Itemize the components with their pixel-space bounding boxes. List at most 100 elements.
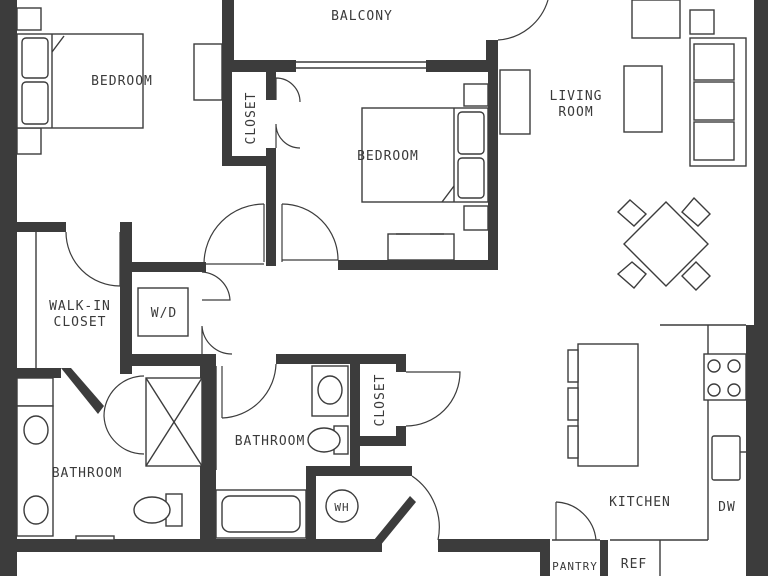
label-dw: DW — [718, 500, 736, 515]
label-wh: WH — [334, 501, 349, 514]
wall-bed2-right — [488, 60, 498, 268]
wall-wd-bottom — [120, 354, 216, 366]
label-bedroom-1: BEDROOM — [91, 74, 153, 89]
label-living-room-2: ROOM — [558, 105, 593, 120]
wall-wh-left — [306, 466, 316, 544]
range-burner-3 — [707, 383, 721, 397]
dining-table — [623, 201, 709, 287]
closet2-door-swing — [405, 371, 461, 427]
wall-outer-right — [754, 0, 768, 576]
bath1-sink-1 — [23, 415, 49, 445]
bed2-pillow-1 — [457, 111, 485, 155]
bed2-pillow-2 — [457, 157, 485, 199]
label-closet-1: CLOSET — [244, 92, 259, 145]
wall-closet2-bottom — [360, 436, 406, 446]
wall-bath1-right — [200, 354, 216, 544]
bed2-fold — [441, 185, 455, 203]
dining-chair-3 — [616, 261, 647, 289]
wall-kitchen-right — [746, 325, 754, 576]
living-coffee-table — [623, 65, 663, 133]
walkin-door-swing — [65, 231, 121, 287]
wall-bath2-top — [276, 354, 406, 364]
living-armchair — [631, 0, 681, 39]
wall-walkin-top — [0, 222, 66, 232]
wall-bed2-left — [266, 148, 276, 266]
bath2-tub-inner — [221, 495, 301, 533]
wall-walkin-right — [120, 222, 132, 374]
range-burner-1 — [707, 359, 721, 373]
wall-pantry-right — [600, 540, 608, 576]
living-sofa-cushion-3 — [693, 121, 735, 161]
balcony-door-swing — [497, 0, 549, 41]
wall-wd-top — [120, 262, 206, 272]
wall-wh-top — [306, 466, 412, 476]
wh-tank — [325, 489, 359, 523]
living-tv-console — [499, 69, 531, 135]
range-burner-2 — [727, 359, 741, 373]
label-living-room-1: LIVING — [550, 89, 603, 104]
bath1-vent — [75, 535, 115, 541]
wall-balcony-left — [222, 0, 234, 70]
bath1-door-swing — [103, 375, 145, 455]
living-side-table — [689, 9, 715, 35]
kitchen-stool-1 — [567, 349, 579, 383]
wall-bath2-right — [350, 354, 360, 466]
label-bathroom-1: BATHROOM — [52, 466, 123, 481]
doors — [65, 0, 597, 546]
dining-chair-2 — [681, 196, 711, 227]
wall-bottom-left — [0, 539, 382, 552]
wall-balcony-bottom-right — [426, 60, 498, 72]
bedroom2-door-left — [203, 203, 265, 265]
bed1-pillow-1 — [21, 37, 49, 79]
bed1-dresser — [193, 43, 223, 101]
range-burner-4 — [727, 383, 741, 397]
wall-pantry-left — [540, 545, 550, 576]
wd-door-bottom — [201, 325, 233, 355]
label-bedroom-2: BEDROOM — [357, 149, 419, 164]
kitchen-stool-2 — [567, 387, 579, 421]
living-sofa-cushion-2 — [693, 81, 735, 121]
wall-bed2-left-top — [266, 60, 276, 100]
wall-bottom-mid — [438, 539, 550, 552]
bed1-nightstand-bottom — [16, 127, 42, 155]
label-bathroom-2: BATHROOM — [235, 434, 306, 449]
closet1-door-left — [275, 77, 301, 103]
bath1-sink-2 — [23, 495, 49, 525]
kitchen-island — [577, 343, 639, 467]
shower-x-2 — [145, 377, 203, 467]
bed2-nightstand-top — [463, 83, 489, 107]
wh-door-swing — [411, 475, 440, 541]
wall-closet1-left — [222, 60, 232, 166]
wall-bath1-diagonal — [61, 368, 104, 414]
label-closet-2: CLOSET — [373, 374, 388, 427]
wall-bath1-top-left — [17, 368, 61, 378]
wh-door-leaf — [374, 496, 416, 546]
wall-balcony-bottom-left — [222, 60, 296, 72]
living-sofa-cushion-1 — [693, 43, 735, 81]
bed2-desk — [387, 233, 455, 261]
dining-chair-4 — [681, 261, 711, 291]
label-walkin-2: CLOSET — [54, 315, 107, 330]
pantry-door-swing — [555, 501, 597, 541]
bath1-counter-top — [16, 377, 54, 407]
furniture — [16, 0, 747, 541]
closet1-door-right — [275, 123, 301, 149]
bed1-nightstand-top — [16, 7, 42, 31]
wall-outer-left — [0, 0, 17, 576]
bed1-fold — [51, 35, 65, 53]
label-pantry: PANTRY — [552, 560, 598, 573]
label-wd: W/D — [151, 306, 177, 321]
wall-closet1-bottom — [222, 156, 274, 166]
wall-bed2-bottom — [338, 260, 498, 270]
label-kitchen: KITCHEN — [609, 495, 671, 510]
bath1-toilet-bowl — [133, 496, 171, 524]
bed2-nightstand-bottom — [463, 205, 489, 231]
wd-door-top — [201, 271, 231, 301]
wall-closet2-right-top — [396, 354, 406, 372]
label-balcony: BALCONY — [331, 9, 393, 24]
bed1-pillow-2 — [21, 81, 49, 125]
kitchen-stool-3 — [567, 425, 579, 459]
bedroom2-door-right — [281, 203, 339, 261]
